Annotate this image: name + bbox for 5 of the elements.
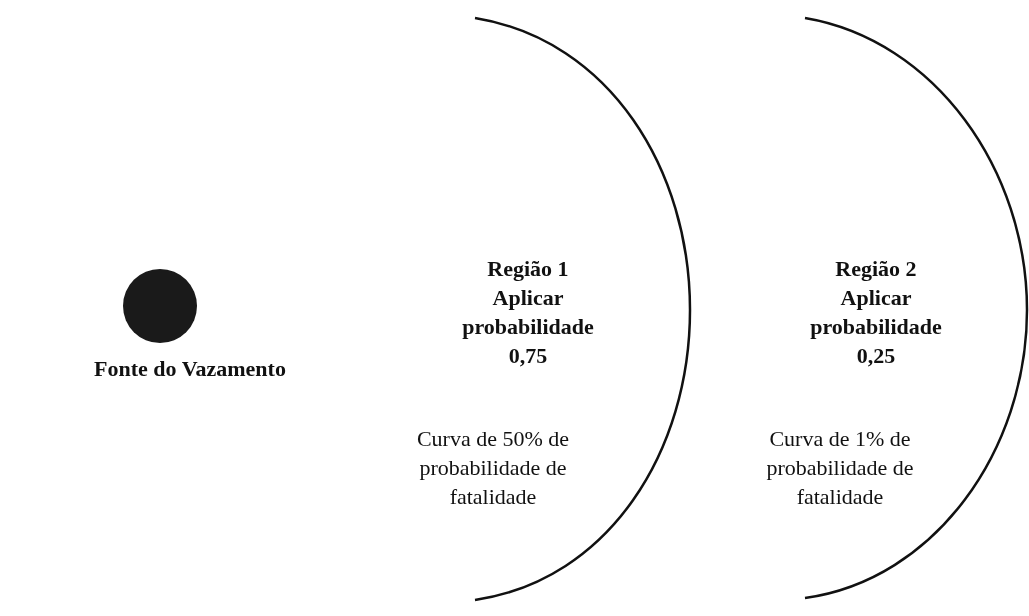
region-label: Região 1 Aplicar probabilidade 0,75: [461, 255, 595, 370]
curve-label: Curva de 1% de probabilidade de fatalidade: [765, 425, 915, 511]
curve-label: Curva de 50% de probabilidade de fatalidade: [415, 425, 571, 511]
region-label: Região 2 Aplicar probabilidade 0,25: [809, 255, 943, 370]
source-label: Fonte do Vazamento: [93, 355, 287, 383]
